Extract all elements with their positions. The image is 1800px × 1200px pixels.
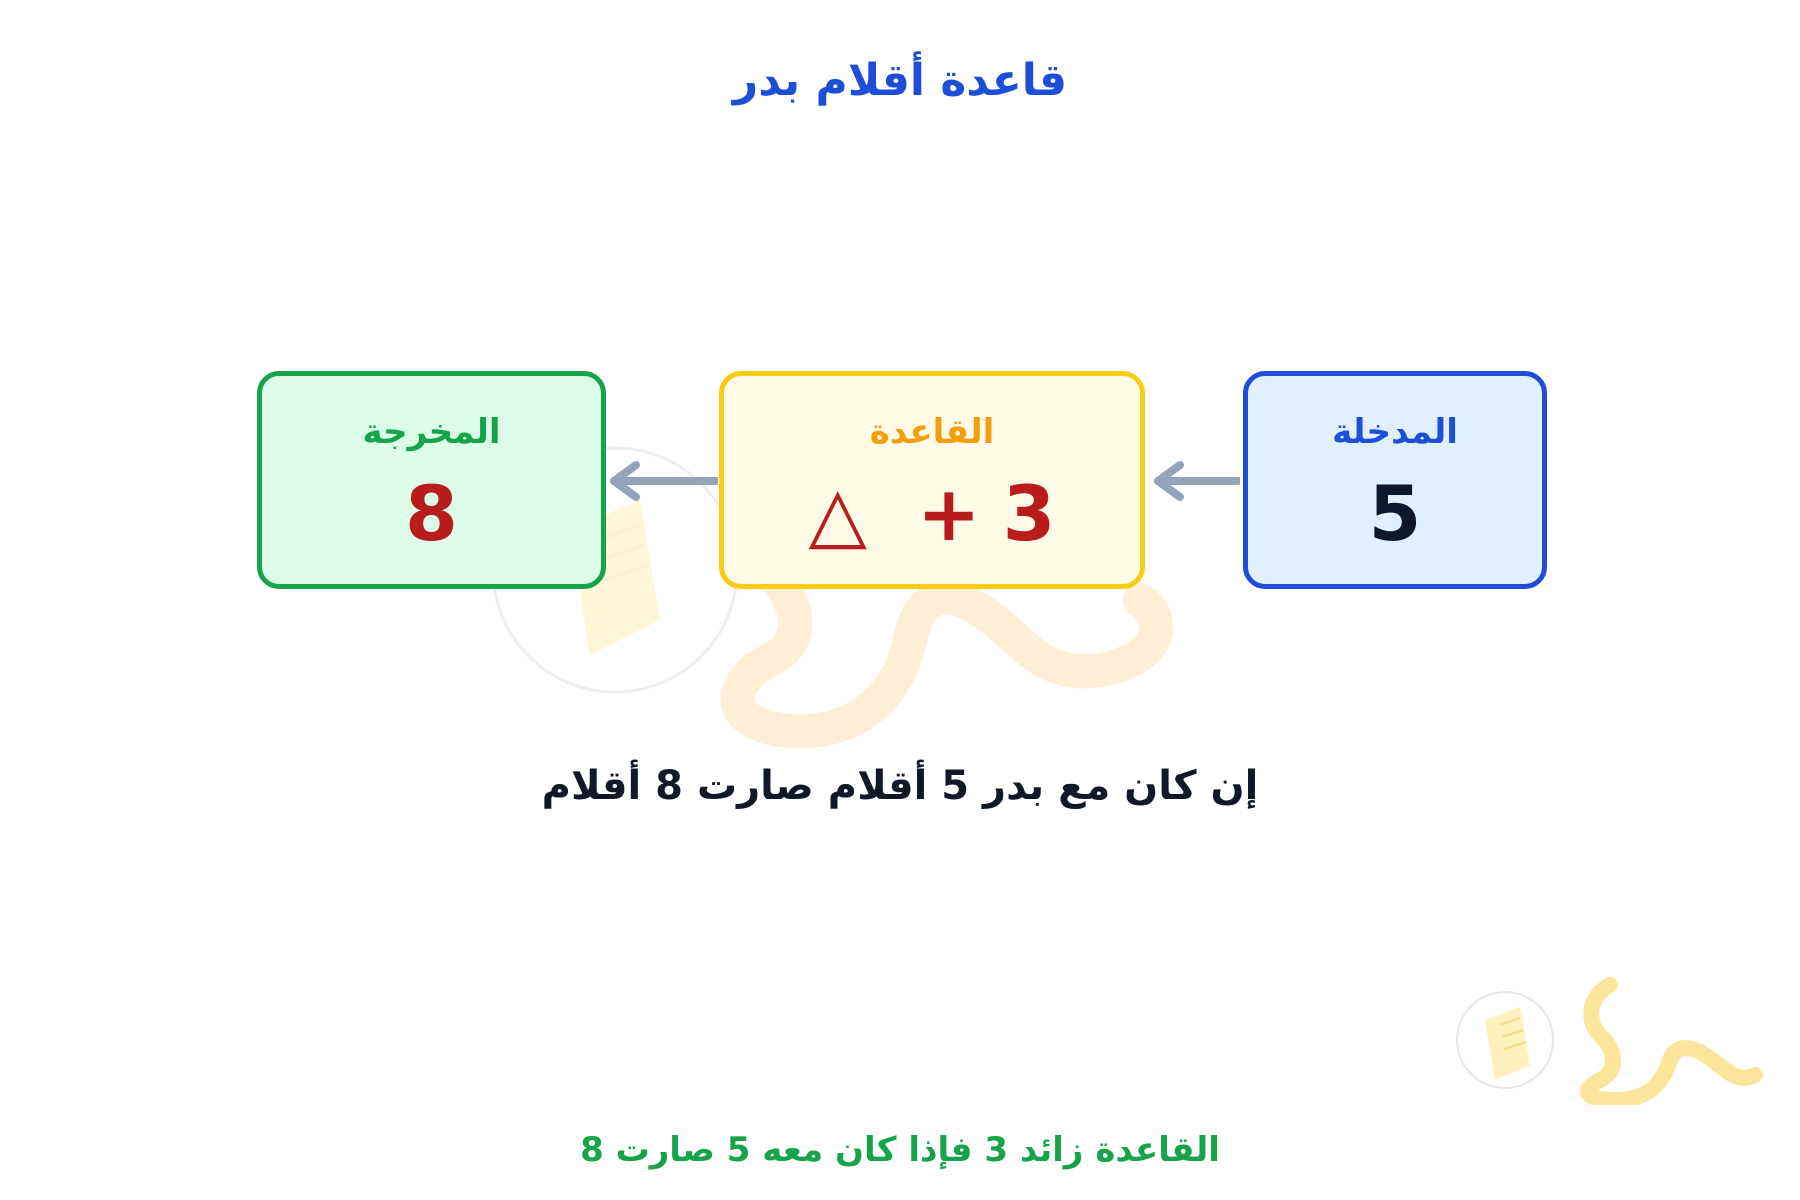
plus-operator: +	[916, 469, 981, 558]
explanation-sentence: إن كان مع بدر 5 أقلام صارت 8 أقلام	[541, 763, 1259, 809]
input-box: المدخلة 5	[1243, 371, 1547, 589]
output-box: المخرجة 8	[257, 371, 606, 589]
rule-number: 3	[1002, 469, 1056, 558]
output-label: المخرجة	[362, 412, 501, 452]
unknown-triangle-icon: △	[808, 469, 867, 558]
rule-box: القاعدة △+3	[719, 371, 1145, 589]
rule-label: القاعدة	[869, 412, 995, 452]
rule-expression: △+3	[724, 476, 1140, 552]
output-value: 8	[405, 469, 458, 558]
arrow-input-to-rule-icon	[1154, 461, 1240, 501]
input-value: 5	[1368, 469, 1422, 558]
arrow-rule-to-output-icon	[610, 461, 718, 501]
corner-logo	[1456, 977, 1763, 1105]
diagram-title: قاعدة أقلام بدر	[732, 55, 1068, 106]
input-label: المدخلة	[1332, 412, 1458, 452]
rule-summary-note: القاعدة زائد 3 فإذا كان معه 5 صارت 8	[580, 1130, 1220, 1170]
